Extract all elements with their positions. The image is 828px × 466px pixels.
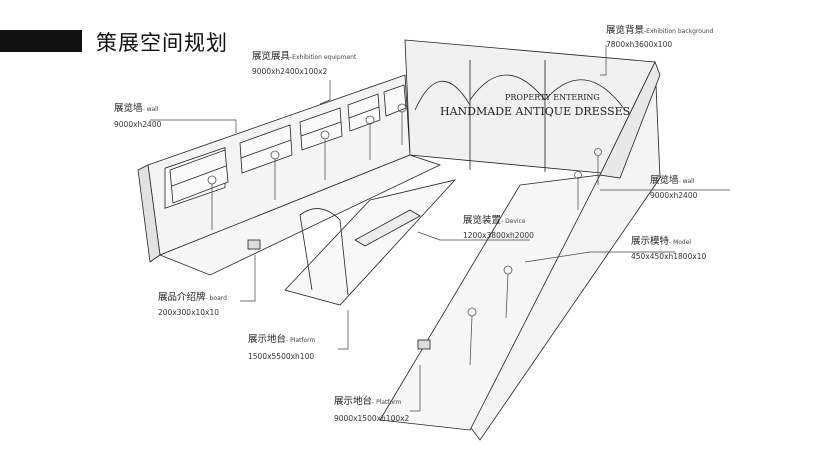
arch-device xyxy=(299,208,349,296)
leader-lines xyxy=(150,45,730,412)
right-wall xyxy=(464,60,661,441)
label-model: 展示模特- Model xyxy=(631,236,692,247)
mannequins xyxy=(207,103,602,366)
label-exhibition-equipment: 展览展具-Exhibition equipment xyxy=(252,51,357,62)
dim-exhibition-equipment: 9000xh2400x100x2 xyxy=(252,67,328,76)
dim-model: 450x450xh1800x10 xyxy=(631,252,707,261)
dim-board: 200x300x10x10 xyxy=(158,308,220,317)
bench xyxy=(354,209,421,247)
label-platform-center: 展示地台- Platform xyxy=(248,334,316,345)
dim-platform-center: 1500x5500xh100 xyxy=(248,352,315,361)
label-device: 展览装置- Device xyxy=(463,215,526,226)
backdrop-line1: PROPERTY ENTERING xyxy=(505,93,600,102)
title-bar-block xyxy=(0,30,82,52)
label-wall-left: 展览墙- wall xyxy=(114,103,159,114)
label-exhibition-background: 展览背景-Exhibition background xyxy=(606,25,714,36)
label-wall-right: 展览墙- wall xyxy=(650,175,695,186)
board-2 xyxy=(417,339,431,350)
dim-exhibition-background: 7800xh3600x100 xyxy=(606,40,673,49)
dim-wall-left: 9000xh2400 xyxy=(114,120,162,129)
label-board: 展品介绍牌- board xyxy=(158,292,227,303)
dim-device: 1200x3800xh2000 xyxy=(463,231,534,240)
dim-wall-right: 9000xh2400 xyxy=(650,191,698,200)
page-title: 策展空间规划 xyxy=(96,31,228,55)
dim-platform-right: 9000x1500xh100x2 xyxy=(334,414,410,423)
board-1 xyxy=(247,239,261,250)
label-platform-right: 展示地台- Platform xyxy=(334,396,402,407)
left-wall xyxy=(137,74,411,263)
backdrop-line2: HANDMADE ANTIQUE DRESSES xyxy=(440,105,630,118)
